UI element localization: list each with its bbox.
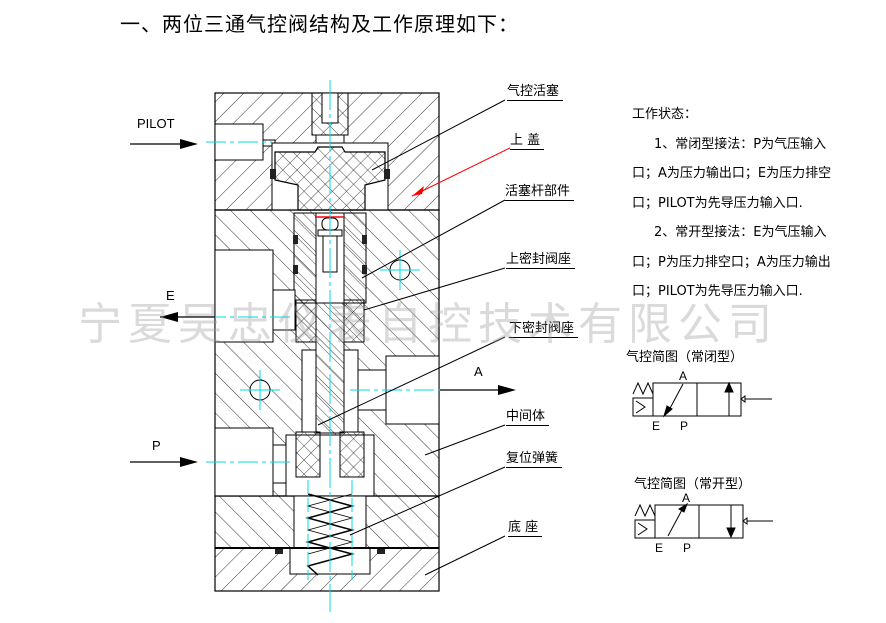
- state-line: 口；PILOT为先导压力输入口.: [632, 195, 803, 211]
- schematic-nc-port-p: P: [680, 419, 689, 433]
- state-line: 1、常闭型接法：P为气压输入: [654, 136, 827, 152]
- pilot-port-label: PILOT: [137, 116, 175, 131]
- centerlines: [206, 80, 460, 612]
- label-piston-rod: 活塞杆部件: [505, 180, 575, 201]
- o-ring: [384, 169, 390, 179]
- label-middle-body: 中间体: [506, 405, 550, 426]
- state-line: 口；PILOT为先导压力输入口.: [632, 284, 803, 299]
- state-line: 2、常开型接法：E为气压输入: [654, 225, 827, 240]
- o-ring: [270, 169, 276, 179]
- p-arrow: [130, 457, 198, 467]
- label-base: 底 座: [508, 516, 543, 537]
- state-line: 口；A为压力输出口；E为压力排空: [632, 166, 832, 181]
- schematic-no-port-e: E: [655, 541, 664, 555]
- label-upper-cover: 上 盖: [510, 129, 545, 150]
- page-title: 一、两位三通气控阀结构及工作原理如下：: [120, 12, 519, 36]
- label-lower-seal-seat: 下密封阀座: [509, 317, 579, 338]
- schematic-no-title: 气控简图（常开型）: [634, 477, 752, 492]
- state-line: 口；P为压力排空口；A为压力输出: [632, 254, 831, 270]
- working-state: 工作状态： 1、常闭型接法：P为气压输入 口；A为压力输出口；E为压力排空 口；…: [632, 100, 872, 307]
- label-pilot-piston: 气控活塞: [507, 80, 564, 101]
- p-port-label: P: [152, 438, 161, 453]
- schematic-nc-port-e: E: [652, 419, 661, 433]
- e-port-label: E: [166, 288, 175, 303]
- label-return-spring: 复位弹簧: [506, 447, 563, 468]
- base-part: [214, 495, 440, 592]
- a-arrow: [440, 385, 516, 395]
- middle-body-part: [214, 209, 440, 497]
- schematic-nc-port-a: A: [679, 369, 688, 383]
- e-arrow: [160, 312, 215, 322]
- schematic-no-port-a: A: [682, 491, 691, 505]
- label-upper-seal-seat: 上密封阀座: [506, 248, 576, 269]
- leader-lines: [317, 99, 506, 576]
- schematic-no-port-p: P: [683, 541, 692, 555]
- working-state-heading: 工作状态：: [632, 107, 698, 122]
- a-port-label: A: [474, 364, 483, 379]
- schematic-nc: [632, 381, 772, 418]
- schematic-no: [634, 502, 773, 539]
- leader-line-red: [411, 147, 511, 197]
- pilot-arrow: [130, 139, 198, 149]
- schematic-nc-title: 气控简图（常闭型）: [626, 350, 744, 365]
